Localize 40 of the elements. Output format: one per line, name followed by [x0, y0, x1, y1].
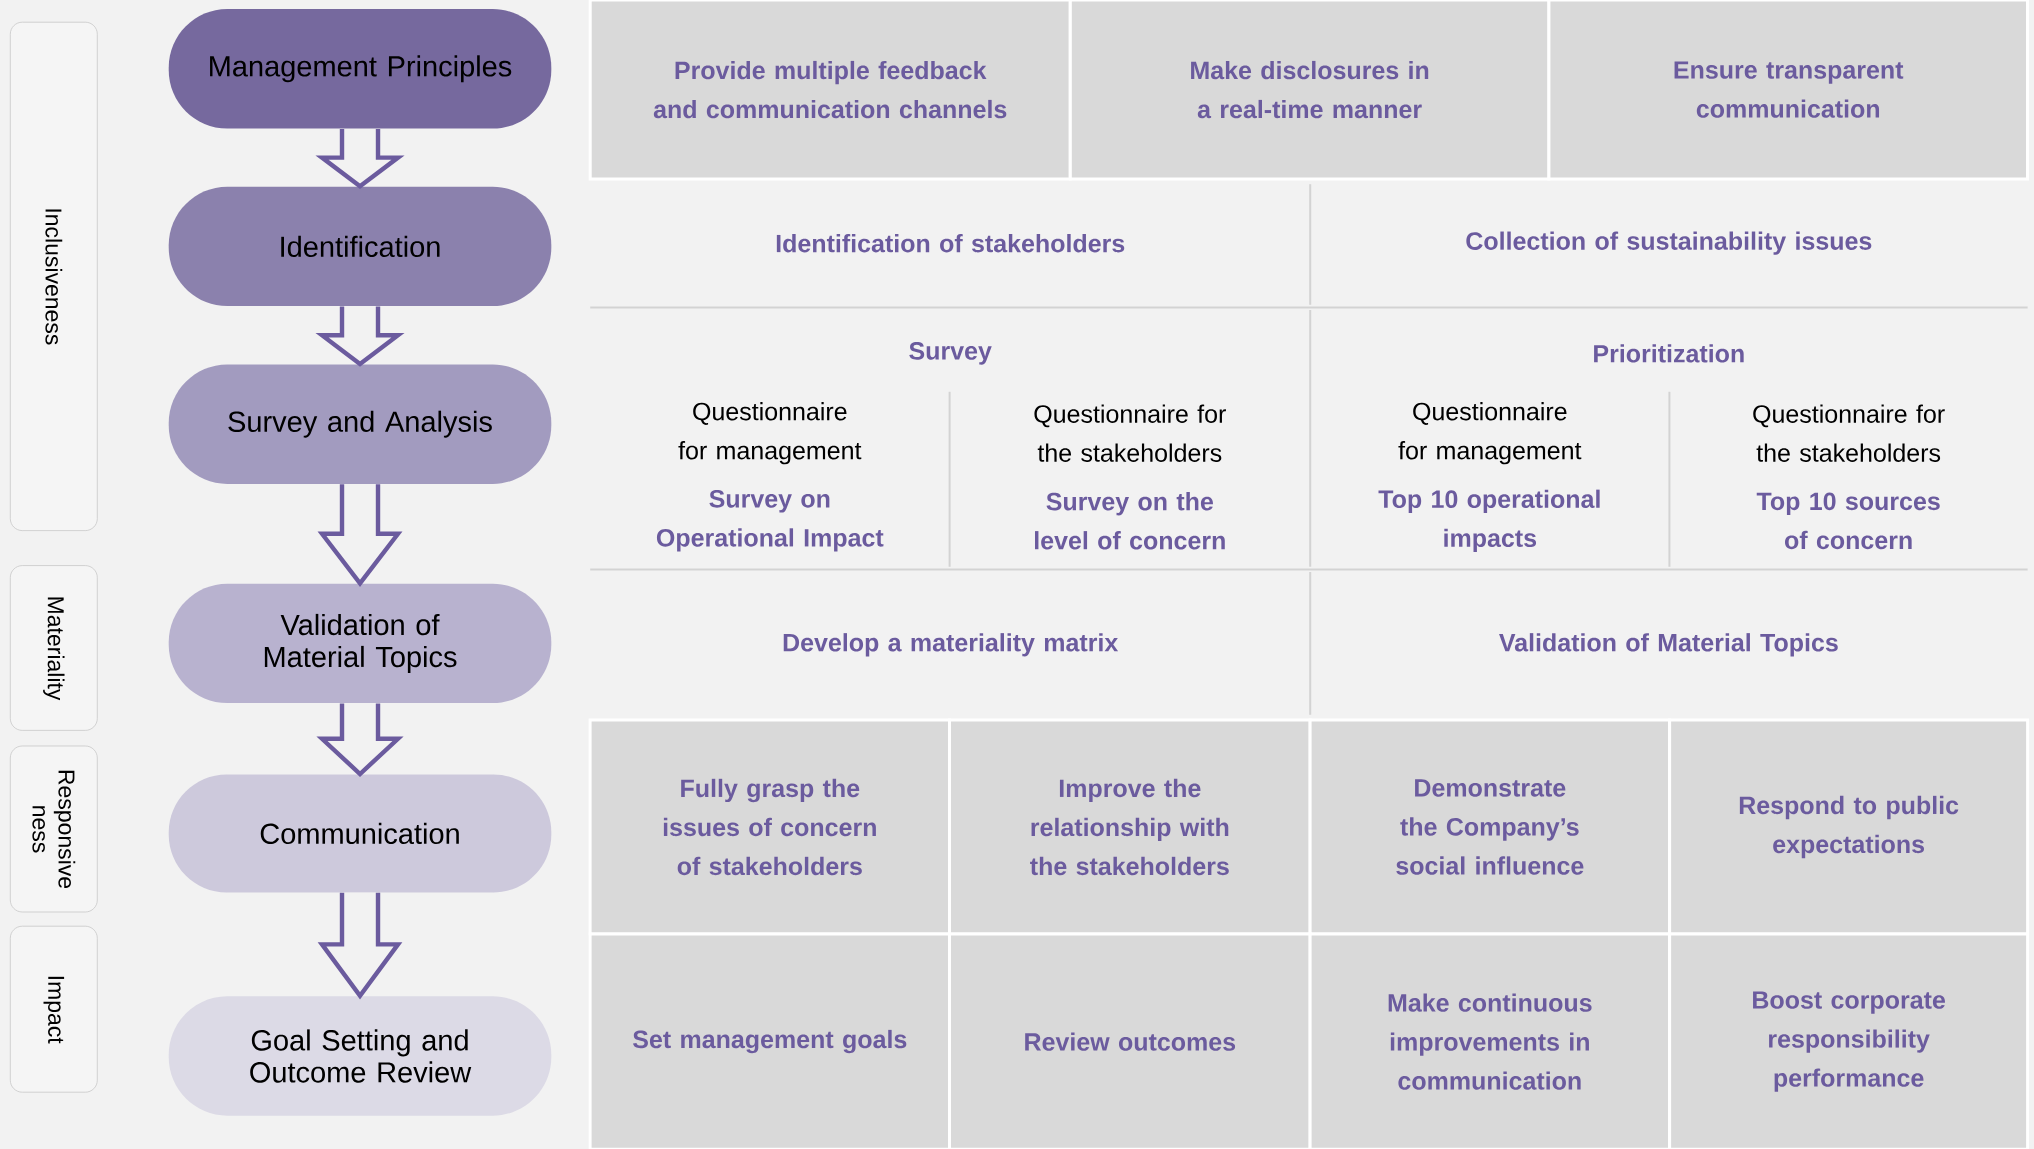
cell-text: Top 10 operational impacts: [1378, 489, 1600, 552]
cell-text: Questionnaire for the stakeholders: [1753, 404, 1945, 462]
table-cell: Review outcomes: [948, 932, 1312, 1149]
table-cell: Collection of sustainability issues: [1466, 231, 1872, 255]
table-cell: Make continuous improvements in communication: [1308, 932, 1671, 1149]
cell-text: Questionnaire for management: [678, 402, 862, 465]
process-pill: Goal Setting and Outcome Review: [168, 996, 552, 1116]
table-cell: Provide multiple feedback and communication channels: [588, 0, 1072, 181]
table-cell: Develop a materiality matrix: [783, 633, 1119, 657]
table-cell: Set management goals: [588, 932, 951, 1149]
process-pill: Management Principles: [168, 9, 552, 129]
process-pill: Identification: [168, 186, 552, 307]
cell-text: Top 10 sources of concern: [1756, 492, 1940, 550]
table-cell: Demonstrate the Company’s social influence: [1308, 718, 1671, 936]
column-heading: Prioritization: [1594, 344, 1744, 363]
process-pill: Communication: [168, 774, 552, 893]
side-band: Materiality: [9, 565, 98, 731]
down-arrow: [315, 126, 405, 190]
down-arrow: [315, 304, 405, 367]
cell-text: Survey on Operational Impact: [656, 490, 884, 552]
side-band: Impact: [9, 925, 98, 1093]
table-cell: Respond to public expectations: [1668, 718, 2030, 936]
down-arrow: [317, 890, 403, 1000]
cell-text: Survey on the level of concern: [1035, 492, 1225, 550]
table-cell: Fully grasp the issues of concern of stakeholders: [588, 718, 951, 936]
table-cell: Improve the relationship with the stakeholders: [948, 718, 1312, 936]
process-pill: Validation of Material Topics: [168, 583, 552, 704]
down-arrow: [317, 482, 403, 587]
process-pill: Survey and Analysis: [168, 364, 552, 484]
side-band: Responsive ness: [9, 745, 98, 913]
table-cell: Make disclosures in a real-time manner: [1068, 0, 1551, 181]
side-band: Inclusiveness: [9, 21, 98, 531]
table-cell: Ensure transparent communication: [1547, 0, 2029, 181]
cell-text: Questionnaire for management: [1398, 402, 1582, 465]
cell-text: Questionnaire for the stakeholders: [1034, 404, 1226, 462]
table-cell: Validation of Material Topics: [1499, 633, 1838, 657]
table-cell: Identification of stakeholders: [776, 234, 1125, 253]
table-cell: Boost corporate responsibility performance: [1668, 932, 2030, 1149]
down-arrow: [316, 701, 404, 777]
column-heading: Survey: [909, 342, 992, 365]
